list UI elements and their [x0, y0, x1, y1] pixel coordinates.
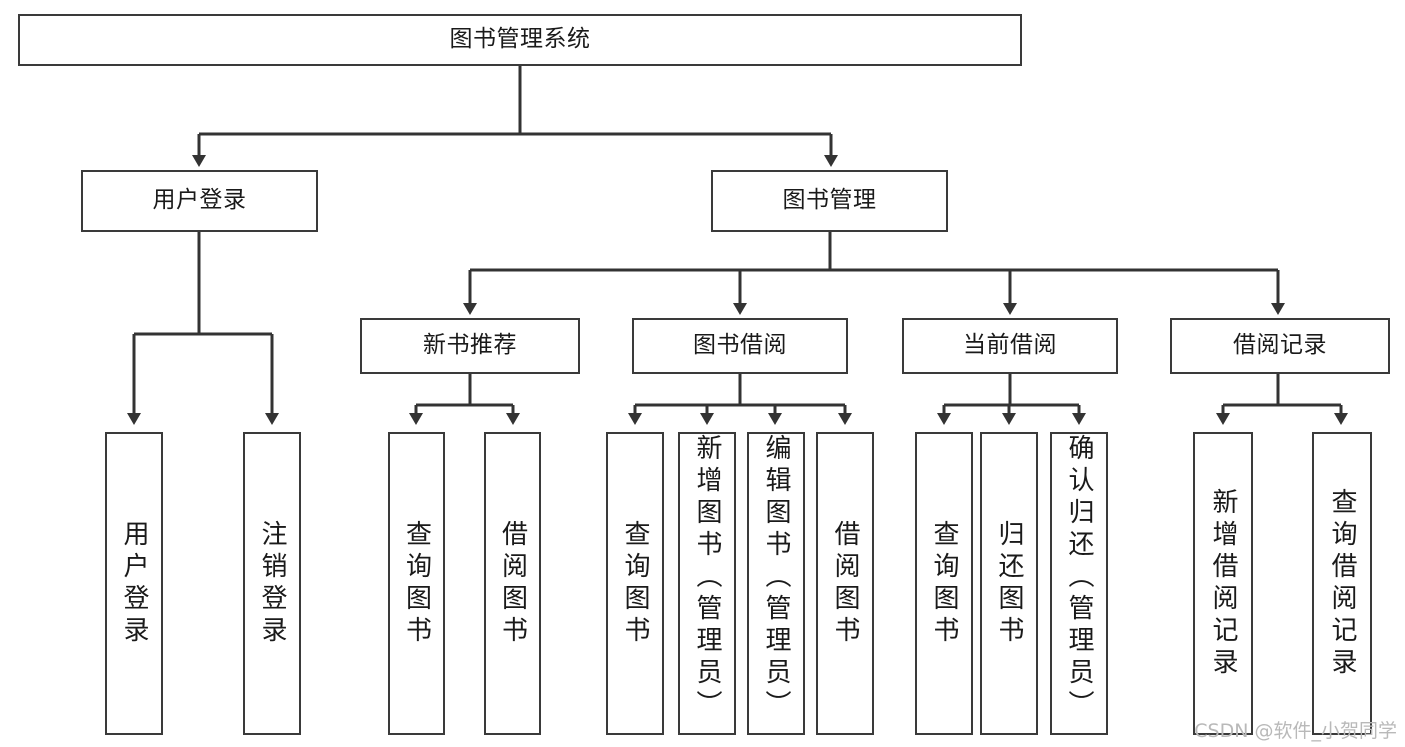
watermark-text: CSDN @软件_小贺同学: [1194, 720, 1397, 742]
node-book-borrow[interactable]: 图书借阅: [632, 318, 848, 374]
node-label: 借阅记录: [1233, 332, 1327, 359]
node-label: 借阅图书: [497, 519, 528, 648]
node-label: 编辑图书（管理员）: [761, 434, 791, 722]
node-new-book-recommend[interactable]: 新书推荐: [360, 318, 580, 374]
node-label: 注销登录: [257, 519, 287, 648]
node-label: 图书管理系统: [449, 26, 591, 53]
node-leaf-return-book[interactable]: 归还图书: [980, 432, 1038, 735]
node-current-borrow[interactable]: 当前借阅: [902, 318, 1118, 374]
node-leaf-logout[interactable]: 注销登录: [243, 432, 301, 735]
node-label: 用户登录: [152, 187, 247, 214]
node-label: 图书管理: [782, 187, 877, 214]
node-root-book-management-system[interactable]: 图书管理系统: [18, 14, 1022, 66]
node-label: 查询图书: [929, 519, 959, 648]
node-label: 图书借阅: [693, 332, 787, 359]
node-label: 查询借阅记录: [1327, 487, 1357, 680]
node-label: 确认归还（管理员）: [1064, 434, 1094, 722]
node-leaf-user-login[interactable]: 用户登录: [105, 432, 163, 735]
node-borrow-record[interactable]: 借阅记录: [1170, 318, 1390, 374]
node-label: 用户登录: [119, 519, 149, 648]
node-leaf-query-book-current[interactable]: 查询图书: [915, 432, 973, 735]
node-label: 新增图书（管理员）: [692, 434, 722, 722]
node-label: 归还图书: [994, 519, 1024, 648]
node-leaf-add-borrow-record[interactable]: 新增借阅记录: [1193, 432, 1253, 735]
node-label: 新增借阅记录: [1208, 487, 1238, 680]
node-leaf-borrow-book-recommend[interactable]: 借阅图书: [484, 432, 541, 735]
node-label: 当前借阅: [963, 332, 1057, 359]
node-book-management[interactable]: 图书管理: [711, 170, 948, 232]
node-label: 新书推荐: [423, 332, 517, 359]
node-leaf-add-book-admin[interactable]: 新增图书（管理员）: [678, 432, 736, 735]
node-leaf-query-book-borrow[interactable]: 查询图书: [606, 432, 664, 735]
node-leaf-query-book-recommend[interactable]: 查询图书: [388, 432, 445, 735]
node-leaf-borrow-book[interactable]: 借阅图书: [816, 432, 874, 735]
node-leaf-confirm-return-admin[interactable]: 确认归还（管理员）: [1050, 432, 1108, 735]
node-label: 查询图书: [620, 519, 650, 648]
node-user-login[interactable]: 用户登录: [81, 170, 318, 232]
node-label: 借阅图书: [830, 519, 860, 648]
node-leaf-edit-book-admin[interactable]: 编辑图书（管理员）: [747, 432, 805, 735]
node-label: 查询图书: [401, 519, 432, 648]
node-leaf-query-borrow-record[interactable]: 查询借阅记录: [1312, 432, 1372, 735]
